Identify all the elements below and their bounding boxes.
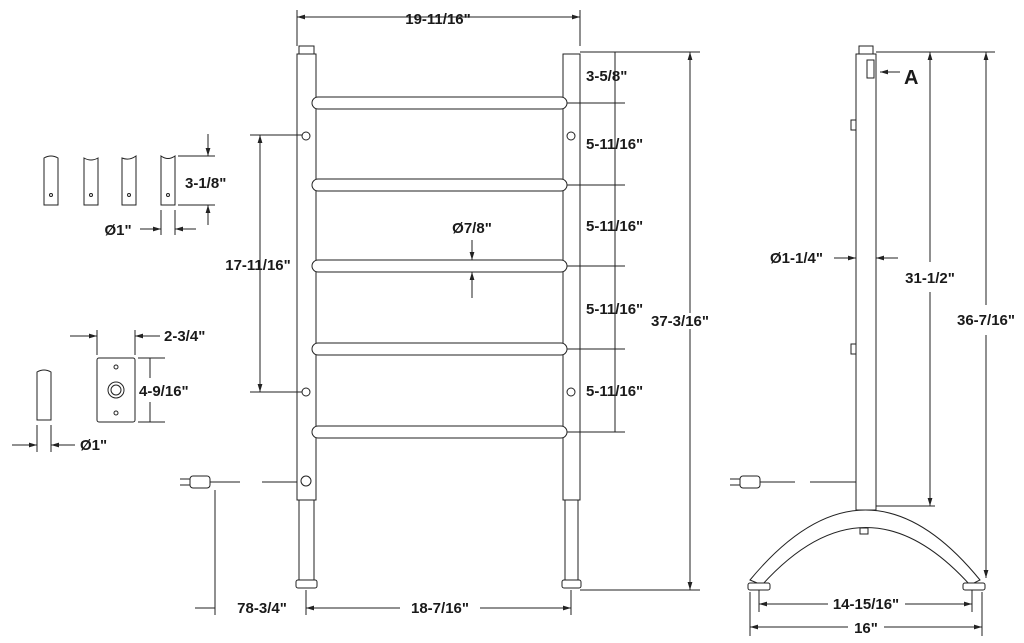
post-diameter-label: Ø1"	[80, 437, 107, 454]
dimension-lines	[195, 10, 700, 615]
bar-spacing-label-1: 5-11/16"	[586, 136, 643, 153]
foot-spacing-label: 14-15/16"	[833, 596, 899, 613]
right-post	[561, 53, 582, 589]
bar-diameter-label: Ø7/8"	[452, 220, 492, 237]
top-offset-label: 3-5/8"	[586, 68, 627, 85]
cord-length-label: 78-3/4"	[237, 600, 287, 617]
overall-height-label: 37-3/16"	[651, 313, 709, 330]
front-view: 19-11/16" 3-5/8" 5-11/16" 5-11/16" 5-11/…	[180, 10, 712, 617]
overall-width-label: 19-11/16"	[405, 11, 471, 28]
tube-cut-height-label: 3-1/8"	[185, 175, 226, 192]
side-overall-height-label: 36-7/16"	[957, 312, 1015, 329]
mount-spacing-label: 17-11/16"	[225, 257, 291, 274]
plate-width-label: 2-3/4"	[164, 328, 205, 345]
side-power-cord	[730, 475, 856, 489]
post-height-label: 31-1/2"	[905, 270, 955, 287]
tube-cut-details: 3-1/8" Ø1"	[43, 134, 226, 239]
power-cord	[180, 475, 297, 489]
wall-plate-detail: 2-3/4" 4-9/16"	[70, 328, 205, 423]
tube-diameter-label: Ø1"	[104, 222, 131, 239]
bar-spacing-label-3: 5-11/16"	[586, 301, 643, 318]
plate-height-label: 4-9/16"	[139, 383, 189, 400]
side-view: A Ø1-1/4" 31-1/2" 36-7/16" 14-15/16" 16"	[730, 45, 1015, 637]
side-post-diameter-label: Ø1-1/4"	[770, 250, 823, 267]
post-detail: Ø1"	[12, 369, 107, 454]
bar-spacing-label-4: 5-11/16"	[586, 383, 643, 400]
leg-spacing-label: 18-7/16"	[411, 600, 469, 617]
towel-bars	[311, 96, 568, 439]
bar-spacing-label-2: 5-11/16"	[586, 218, 643, 235]
left-post	[295, 45, 318, 589]
base-width-label: 16"	[854, 620, 878, 637]
callout-a-label: A	[904, 67, 918, 89]
